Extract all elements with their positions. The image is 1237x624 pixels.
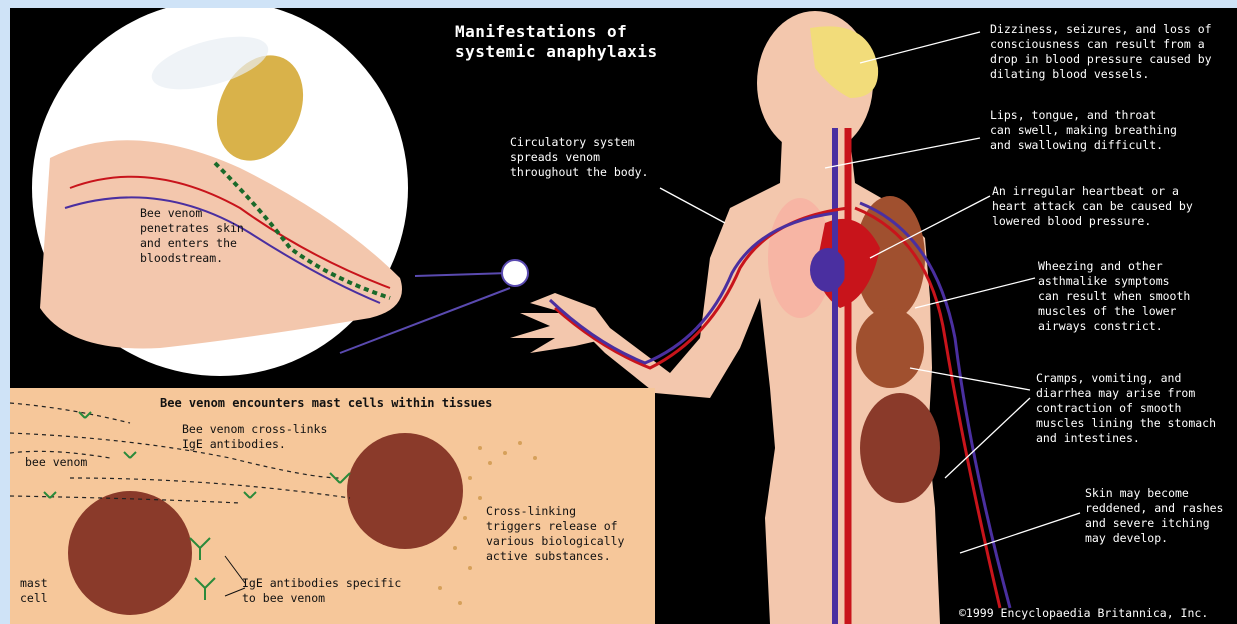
release-caption: Cross-linking triggers release of variou…	[486, 504, 624, 564]
illustration-frame: Manifestations of systemic anaphylaxis B…	[10, 8, 1237, 624]
ige-label: IgE antibodies specific to bee venom	[242, 576, 401, 606]
figure-title: Manifestations of systemic anaphylaxis	[455, 22, 658, 62]
symptom-skin: Skin may become reddened, and rashes and…	[1085, 486, 1223, 546]
bee-venom-label: bee venom	[25, 455, 87, 470]
circulatory-caption: Circulatory system spreads venom through…	[510, 135, 648, 180]
symptom-gut: Cramps, vomiting, and diarrhea may arise…	[1036, 371, 1216, 446]
copyright: ©1999 Encyclopaedia Britannica, Inc.	[959, 606, 1208, 621]
mast-panel-title: Bee venom encounters mast cells within t…	[160, 396, 492, 410]
mast-cell-label: mast cell	[20, 576, 48, 606]
symptom-heart: An irregular heartbeat or a heart attack…	[992, 184, 1193, 229]
symptom-brain: Dizziness, seizures, and loss of conscio…	[990, 22, 1212, 82]
crosslink-caption: Bee venom cross-links IgE antibodies.	[182, 422, 327, 452]
finger-caption: Bee venom penetrates skin and enters the…	[140, 206, 244, 266]
symptom-throat: Lips, tongue, and throat can swell, maki…	[990, 108, 1177, 153]
finger-zoom-inset	[32, 8, 528, 376]
symptom-lungs: Wheezing and other asthmalike symptoms c…	[1038, 259, 1190, 334]
